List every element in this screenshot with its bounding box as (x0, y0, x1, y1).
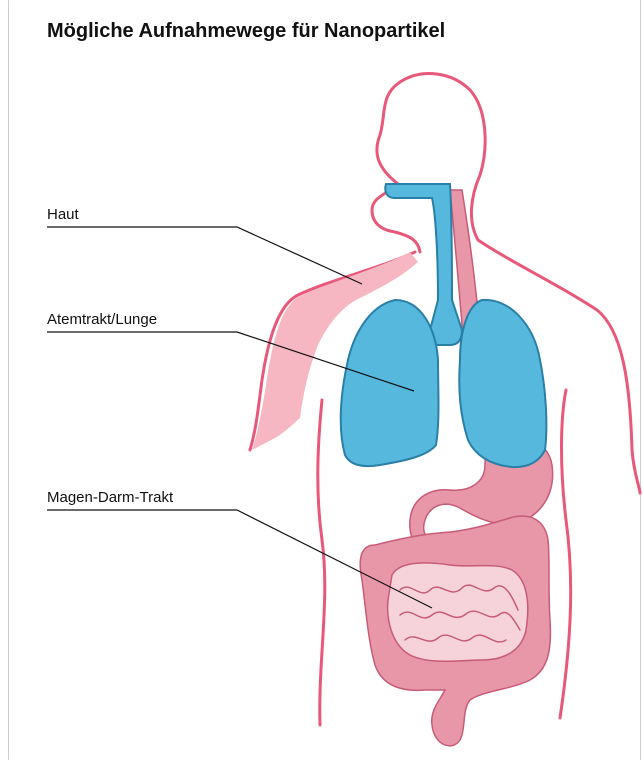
body-outline-left-torso (318, 400, 325, 725)
label-skin: Haut (47, 206, 79, 223)
label-airway: Atemtrakt/Lunge (47, 311, 157, 328)
leader-line-skin (47, 227, 362, 284)
body-outline-right-torso (560, 390, 571, 718)
label-gut: Magen-Darm-Trakt (47, 489, 173, 506)
lung-right (459, 300, 546, 467)
